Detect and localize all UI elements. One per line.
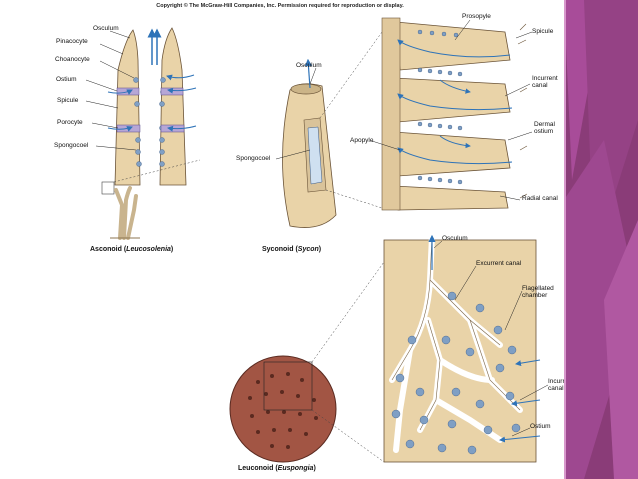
label-leuconoid-ostium: Ostium [530, 423, 551, 430]
copyright-notice: Copyright © The McGraw-Hill Companies, I… [156, 3, 404, 9]
label-porocyte: Porocyte [57, 119, 83, 126]
leuconoid-drawing [229, 261, 385, 463]
label-syconoid-spongocoel: Spongocoel [236, 155, 271, 162]
label-excurrent-canal: Excurrent canal [476, 260, 522, 267]
label-radial-canal: Radial canal [522, 195, 558, 202]
label-pinacocyte: Pinacocyte [56, 38, 88, 45]
label-syconoid-osculum: Osculum [296, 62, 322, 69]
asconoid-drawing [101, 27, 201, 240]
label-detail-spicule: Spicule [532, 28, 554, 35]
label-prosopyle: Prosopyle [462, 13, 491, 20]
caption-leuconoid: Leuconoid (Euspongia) [238, 465, 316, 472]
asconoid-leader-lines [85, 30, 137, 151]
label-asconoid-spongocoel: Spongocoel [54, 142, 89, 149]
caption-syconoid: Syconoid (Sycon) [262, 246, 322, 253]
label-leuconoid-osculum: Osculum [442, 235, 468, 242]
slide-side-panel [564, 0, 638, 479]
label-asconoid-spicule: Spicule [57, 97, 79, 104]
label-asconoid-osculum: Osculum [93, 25, 119, 32]
syconoid-leader-lines [275, 67, 317, 160]
syconoid-detail-drawing [371, 17, 533, 211]
caption-asconoid: Asconoid (Leucosolenia) [90, 246, 174, 253]
label-apopyle: Apopyle [350, 137, 374, 144]
label-asconoid-ostium: Ostium [56, 76, 77, 83]
leuconoid-detail-drawing [383, 233, 549, 463]
syconoid-drawing [282, 31, 383, 228]
label-choanocyte: Choanocyte [55, 56, 90, 63]
